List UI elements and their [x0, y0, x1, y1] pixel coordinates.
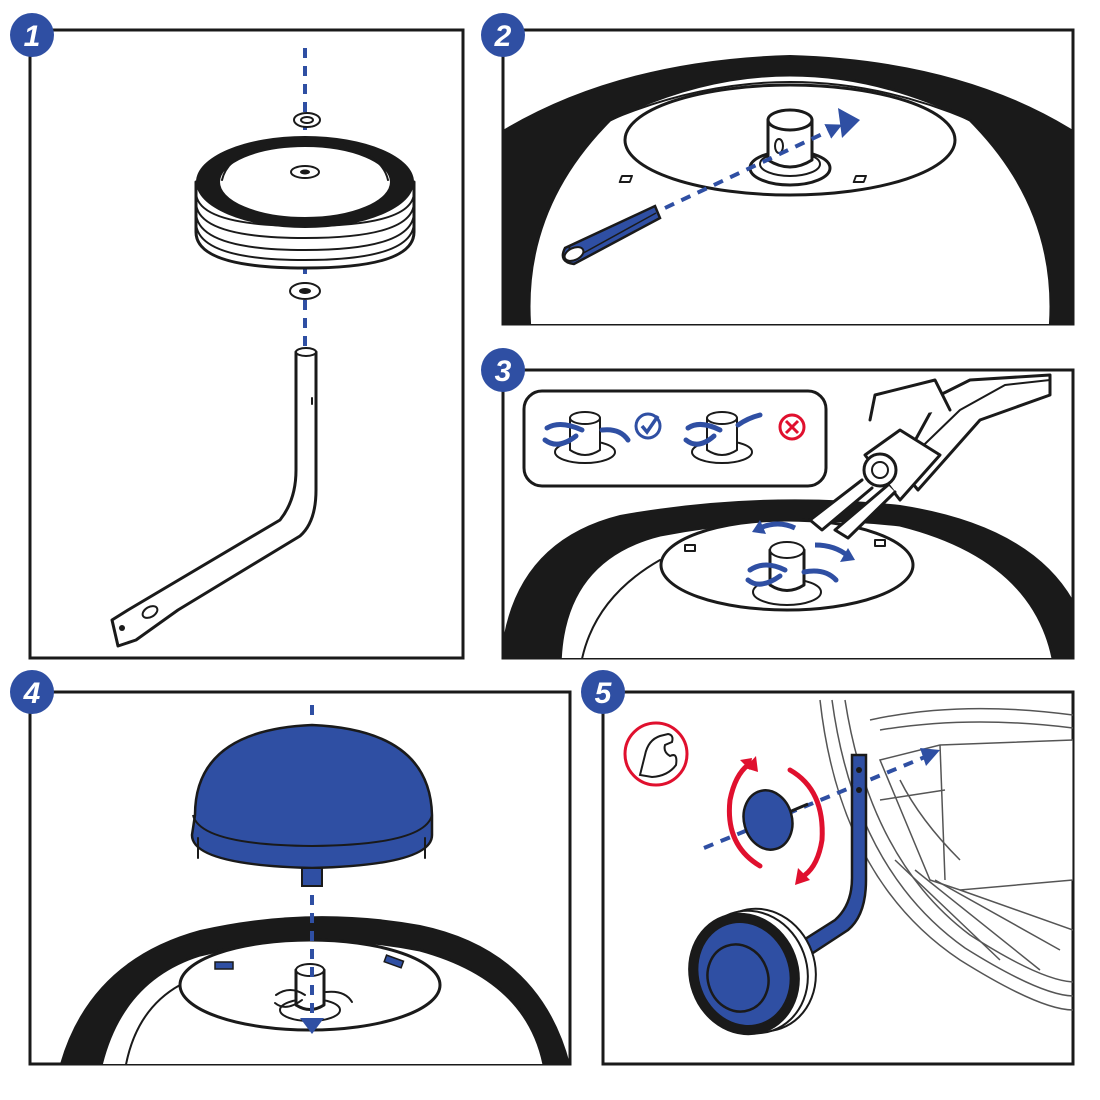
step-2-number: 2 [494, 20, 512, 53]
step-3-comparison-inset [522, 389, 828, 488]
x-circle-icon [778, 413, 806, 441]
step-5-panel: 5 [581, 670, 1075, 1066]
rotate-arrows-icon [726, 756, 825, 885]
installed-training-wheel [688, 907, 817, 1036]
axle-with-pin [745, 541, 839, 606]
step-1-badge: 1 [10, 13, 54, 57]
flexed-arm-icon [623, 721, 689, 787]
step-4-panel: 4 [10, 670, 572, 1066]
step-3-number: 3 [495, 355, 512, 388]
cotter-pin [561, 204, 662, 266]
step-4-number: 4 [23, 677, 41, 710]
step-4-badge: 4 [10, 670, 54, 714]
axle-nut [742, 789, 809, 851]
step-2-badge: 2 [481, 13, 525, 57]
bottom-washer [289, 282, 321, 300]
correct-pin-example [542, 411, 631, 464]
hub-cap [190, 723, 434, 887]
step-2-insert-direction [664, 124, 843, 210]
step-3-badge: 3 [481, 348, 525, 392]
step-1-number: 1 [24, 20, 41, 53]
training-wheel [194, 136, 416, 270]
step-5-axis [703, 755, 926, 850]
check-circle-icon [634, 412, 662, 440]
wheel-bracket-arm [110, 347, 318, 648]
step-5-badge: 5 [581, 670, 625, 714]
bike-rear-wheel [819, 699, 1073, 1011]
pliers-icon [808, 373, 1052, 540]
top-washer [293, 112, 321, 128]
incorrect-pin-example [683, 411, 763, 464]
step-3-panel: 3 [481, 348, 1075, 660]
step-5-number: 5 [595, 677, 613, 710]
step-1-panel: 1 [10, 13, 465, 660]
step-2-panel: 2 [481, 13, 1075, 326]
